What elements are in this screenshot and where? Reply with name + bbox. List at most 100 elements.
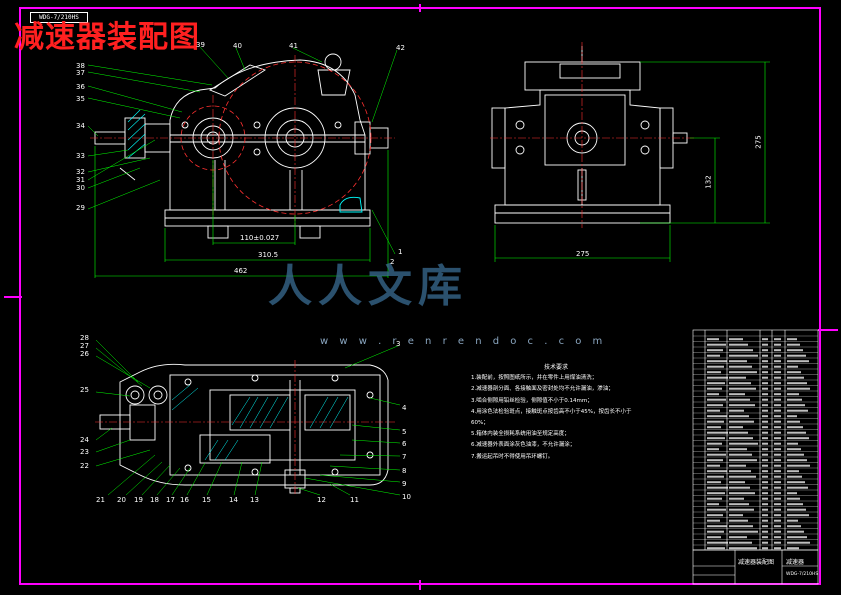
front-part-number: 30 — [76, 184, 85, 192]
front-part-number: 2 — [390, 258, 395, 266]
plan-view — [99, 363, 389, 494]
parts-list-cell-mark — [707, 481, 721, 484]
parts-list-cell-mark — [787, 404, 805, 407]
parts-list-cell-mark — [774, 547, 781, 550]
parts-list-cell-mark — [787, 437, 809, 440]
parts-list-cell-mark — [707, 514, 723, 517]
parts-list-cell-mark — [707, 464, 720, 467]
parts-list-cell-mark — [787, 409, 808, 412]
parts-list-cell-mark — [787, 398, 802, 401]
plan-part-number: 6 — [402, 440, 407, 448]
parts-list-cell-mark — [707, 497, 722, 500]
parts-list-cell-mark — [787, 486, 808, 489]
parts-list-cell-mark — [762, 486, 768, 489]
parts-list-cell-mark — [729, 541, 752, 544]
parts-list-cell-mark — [787, 354, 806, 357]
parts-list-cell-mark — [729, 338, 743, 341]
parts-list-cell-mark — [774, 426, 781, 429]
parts-list-text — [707, 338, 810, 550]
dim-base-width: 310.5 — [258, 251, 279, 259]
parts-list-cell-mark — [762, 547, 768, 550]
parts-list-cell-mark — [729, 508, 754, 511]
parts-list-cell-mark — [762, 519, 768, 522]
parts-list-cell-mark — [707, 409, 720, 412]
parts-list-cell-mark — [762, 431, 768, 434]
page-title: 减速器装配图 — [14, 20, 200, 55]
parts-list-cell-mark — [762, 404, 768, 407]
parts-list-cell-mark — [729, 415, 749, 418]
parts-list-cell-mark — [707, 404, 723, 407]
front-part-number: 39 — [196, 41, 205, 49]
parts-list-cell-mark — [707, 426, 721, 429]
parts-list-cell-mark — [774, 492, 781, 495]
parts-list-cell-mark — [762, 530, 768, 533]
plan-part-number: 7 — [402, 453, 407, 461]
parts-list-cell-mark — [729, 464, 746, 467]
plan-part-number: 20 — [117, 496, 126, 504]
plan-part-number: 10 — [402, 493, 411, 501]
parts-list-cell-mark — [729, 420, 754, 423]
parts-list-cell-mark — [707, 360, 727, 363]
parts-list-cell-mark — [787, 497, 800, 500]
parts-list-cell-mark — [707, 387, 722, 390]
parts-list-table — [692, 329, 819, 585]
front-part-number: 37 — [76, 69, 85, 77]
parts-list-cell-mark — [729, 448, 747, 451]
front-part-number: 34 — [76, 122, 85, 130]
parts-list-cell-mark — [774, 415, 781, 418]
parts-list-cell-mark — [707, 470, 727, 473]
parts-list-cell-mark — [729, 404, 755, 407]
parts-list-cell-mark — [762, 376, 768, 379]
parts-list-cell-mark — [774, 338, 781, 341]
parts-list-cell-mark — [774, 398, 781, 401]
parts-list-cell-mark — [729, 393, 745, 396]
parts-list-cell-mark — [729, 426, 743, 429]
parts-list-cell-mark — [707, 354, 720, 357]
plan-part-number: 4 — [402, 404, 407, 412]
parts-list-cell-mark — [707, 338, 719, 341]
parts-list-cell-mark — [787, 420, 800, 423]
parts-list-cell-mark — [774, 371, 781, 374]
dim-side-width: 275 — [576, 250, 590, 258]
dim-center-distance: 110±0.027 — [240, 234, 280, 242]
parts-list-cell-mark — [762, 409, 768, 412]
parts-list-cell-mark — [787, 360, 809, 363]
parts-list-cell-mark — [729, 398, 750, 401]
plan-part-number: 16 — [180, 496, 189, 504]
parts-list-cell-mark — [774, 448, 781, 451]
parts-list-cell-mark — [707, 398, 726, 401]
parts-list-cell-mark — [762, 343, 768, 346]
parts-list-cell-mark — [707, 459, 723, 462]
front-leaders — [87, 46, 398, 255]
parts-list-cell-mark — [762, 415, 768, 418]
parts-list-cell-mark — [707, 365, 724, 368]
parts-list-cell-mark — [707, 492, 725, 495]
parts-list-cell-mark — [729, 376, 746, 379]
parts-list-cell-mark — [729, 536, 747, 539]
parts-list-cell-mark — [774, 442, 781, 445]
parts-list-cell-mark — [787, 514, 809, 517]
plan-part-number: 19 — [134, 496, 143, 504]
parts-list-cell-mark — [729, 371, 757, 374]
parts-list-cell-mark — [762, 398, 768, 401]
front-part-number: 36 — [76, 83, 85, 91]
parts-list-cell-mark — [729, 431, 748, 434]
parts-list-cell-mark — [774, 343, 781, 346]
parts-list-cell-mark — [762, 525, 768, 528]
parts-list-cell-mark — [774, 464, 781, 467]
parts-list-cell-mark — [707, 503, 719, 506]
parts-list-cell-mark — [707, 420, 724, 423]
parts-list-cell-mark — [729, 365, 752, 368]
parts-list-cell-mark — [774, 453, 781, 456]
parts-list-cell-mark — [787, 541, 810, 544]
parts-list-cell-mark — [774, 503, 781, 506]
front-view — [94, 53, 389, 239]
dim-side-height-axis: 132 — [704, 175, 713, 189]
parts-list-cell-mark — [762, 508, 768, 511]
plan-center-lines — [95, 360, 395, 495]
parts-list-cell-mark — [762, 470, 768, 473]
parts-list-cell-mark — [774, 459, 781, 462]
parts-list-cell-mark — [707, 530, 724, 533]
parts-list-cell-mark — [787, 376, 804, 379]
parts-list-cell-mark — [707, 371, 721, 374]
